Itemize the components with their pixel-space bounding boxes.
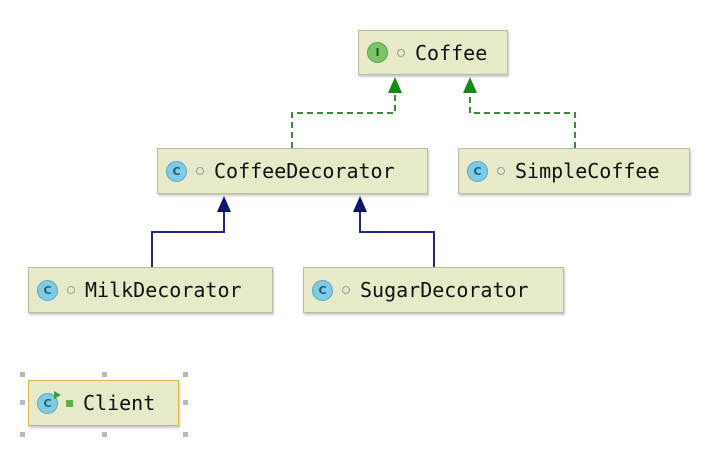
node-label: Coffee [415, 40, 488, 65]
node-label: Client [83, 391, 156, 415]
selection-handle-bottom-center[interactable] [102, 432, 107, 437]
edge-coffeedecorator-implements-coffee [291, 77, 402, 148]
edge-simplecoffee-implements-coffee [463, 77, 576, 148]
node-label: MilkDecorator [85, 278, 242, 302]
visibility-icon [196, 167, 204, 175]
selection-handle-top-left[interactable] [20, 372, 25, 377]
visibility-icon [397, 48, 405, 57]
class-icon: C [312, 279, 333, 301]
edge-sugardecorator-extends-coffeedecorator [353, 196, 435, 267]
node-label: SugarDecorator [360, 278, 529, 302]
selection-handle-top-center[interactable] [102, 372, 107, 377]
runnable-class-icon: C [37, 390, 61, 414]
node-client[interactable]: C Client [28, 380, 179, 426]
visibility-icon [67, 286, 75, 294]
interface-icon: I [367, 42, 388, 63]
node-coffee-decorator[interactable]: C CoffeeDecorator [157, 148, 428, 194]
node-label: SimpleCoffee [515, 159, 660, 183]
package-private-icon [66, 399, 73, 407]
node-label: CoffeeDecorator [214, 159, 395, 183]
node-milk-decorator[interactable]: C MilkDecorator [28, 267, 273, 313]
class-icon: C [37, 279, 58, 301]
run-icon [54, 390, 61, 399]
class-icon: C [467, 160, 488, 182]
edge-milkdecorator-extends-coffeedecorator [151, 196, 231, 267]
visibility-icon [342, 286, 350, 294]
node-sugar-decorator[interactable]: C SugarDecorator [303, 267, 564, 313]
selection-handle-bottom-right[interactable] [183, 432, 188, 437]
node-simple-coffee[interactable]: C SimpleCoffee [458, 148, 690, 194]
visibility-icon [497, 167, 505, 175]
class-icon: C [166, 160, 187, 182]
selection-handle-bottom-left[interactable] [20, 432, 25, 437]
selection-handle-middle-left[interactable] [20, 400, 25, 405]
selection-handle-top-right[interactable] [183, 372, 188, 377]
node-coffee[interactable]: I Coffee [358, 30, 508, 75]
selection-handle-middle-right[interactable] [183, 400, 188, 405]
